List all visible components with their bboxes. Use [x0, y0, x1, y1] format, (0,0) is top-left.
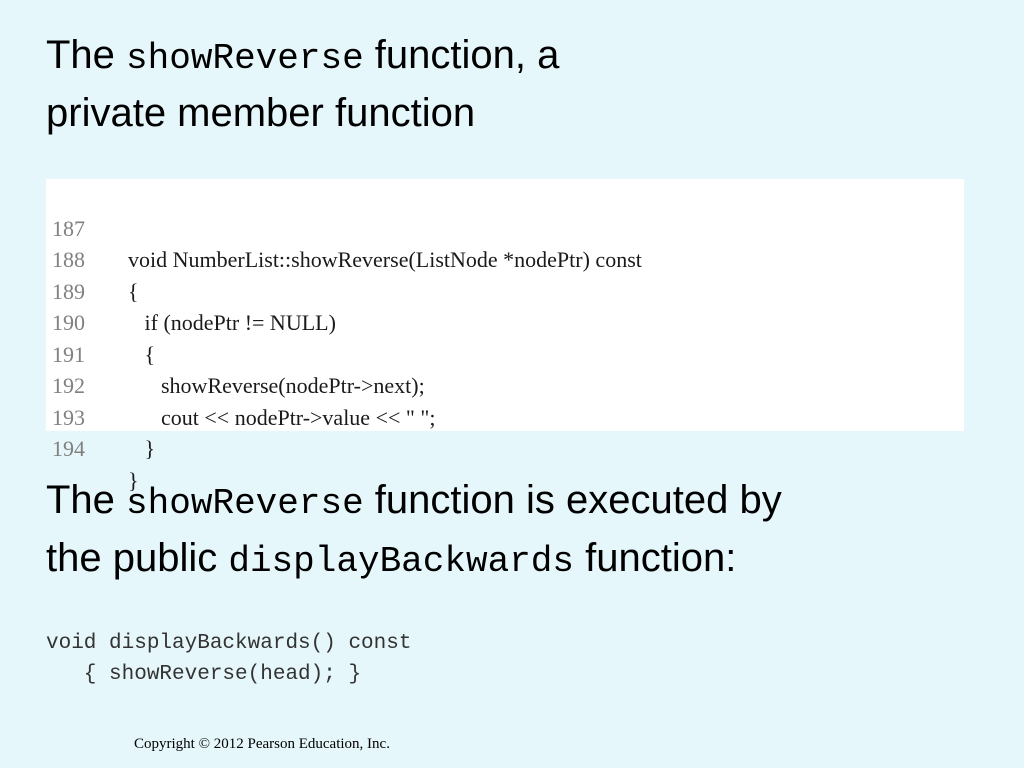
heading-text-function: function: [574, 536, 737, 580]
code-listing: 187 void NumberList::showReverse(ListNod… [46, 179, 964, 493]
code-line: 188 { [46, 213, 964, 304]
slide-title: The showReverse function, a private memb… [46, 28, 559, 140]
line-number: 193 [52, 404, 85, 430]
title-text-the: The [46, 33, 127, 77]
code-line: 194 } [46, 402, 964, 493]
heading-code-showreverse: showReverse [126, 483, 364, 524]
heading-text-executed-by: function is executed by [363, 478, 782, 522]
line-code: { [128, 341, 156, 367]
code-snippet: void displayBackwards() const { showReve… [46, 628, 411, 690]
line-code: showReverse(nodePtr->next); [128, 373, 425, 398]
snippet-line-2: { showReverse(head); } [46, 663, 362, 686]
heading-code-displaybackwards: displayBackwards [228, 541, 574, 582]
code-line: 193 } [46, 370, 964, 462]
code-line: 192 cout << nodePtr->value << " "; [46, 339, 964, 430]
code-line: 189 if (nodePtr != NULL) [46, 244, 964, 336]
line-number: 194 [52, 436, 85, 461]
code-line: 187 void NumberList::showReverse(ListNod… [46, 181, 964, 273]
line-number: 187 [52, 215, 85, 241]
code-line: 191 showReverse(nodePtr->next); [46, 307, 964, 399]
heading-text-the: The [46, 478, 127, 522]
title-code-showreverse: showReverse [126, 38, 364, 79]
line-number: 192 [52, 373, 85, 398]
title-text-function-a: function, a [363, 33, 560, 77]
line-number: 190 [52, 310, 85, 335]
line-code: } [128, 467, 139, 493]
title-text-private-member: private member function [46, 91, 476, 135]
line-code: { [128, 278, 139, 304]
code-line: 190 { [46, 276, 964, 367]
line-number: 191 [52, 341, 85, 367]
line-number: 188 [52, 247, 85, 272]
line-code: void NumberList::showReverse(ListNode *n… [128, 247, 642, 272]
heading-text-the-public: the public [46, 536, 229, 580]
line-code: } [128, 436, 156, 461]
section-heading: The showReverse function is executed by … [46, 473, 782, 589]
line-number: 189 [52, 278, 85, 304]
copyright-footer: Copyright © 2012 Pearson Education, Inc. [134, 736, 390, 752]
line-code: cout << nodePtr->value << " "; [128, 404, 436, 430]
line-code: if (nodePtr != NULL) [128, 310, 336, 335]
snippet-line-1: void displayBackwards() const [46, 632, 412, 655]
